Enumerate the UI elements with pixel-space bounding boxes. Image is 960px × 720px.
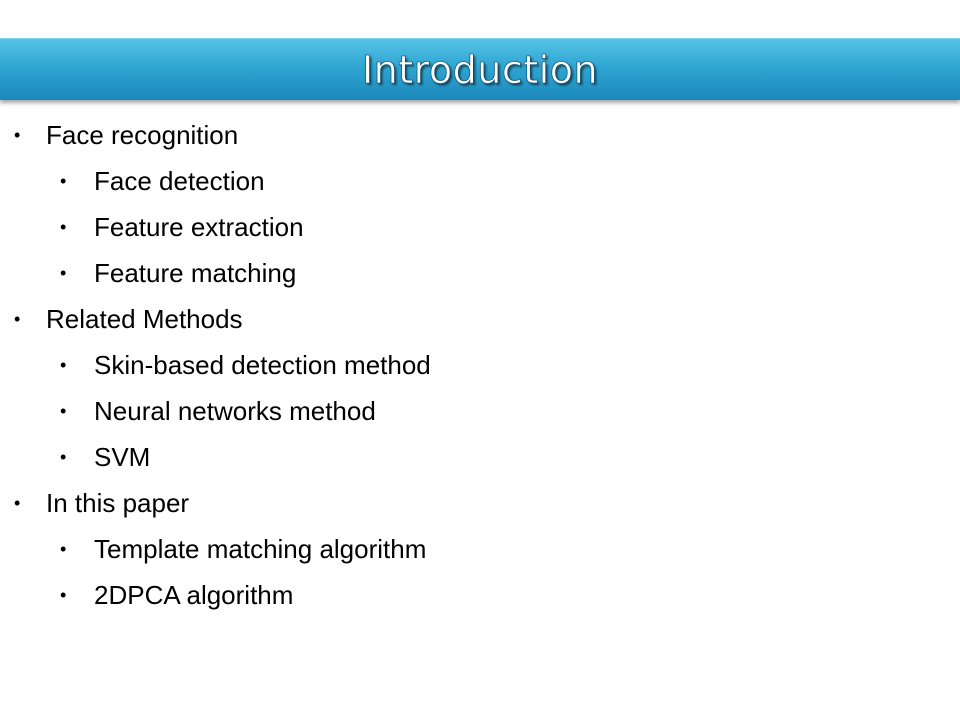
bullet-list: • Face recognition • Face detection • Fe… [0,112,960,618]
bullet-text: SVM [94,442,151,472]
sub-bullet-item-svm: • SVM [0,434,960,480]
sub-bullet-item-skin-based: • Skin-based detection method [0,342,960,388]
sub-bullet-item-template-matching: • Template matching algorithm [0,526,960,572]
bullet-dot-icon: • [60,401,67,421]
bullet-text: Feature matching [94,258,297,288]
sub-bullet-item-neural-networks: • Neural networks method [0,388,960,434]
bullet-dot-icon: • [60,263,67,283]
bullet-dot-icon: • [60,447,67,467]
bullet-item-in-this-paper: • In this paper [0,480,960,526]
bullet-item-related-methods: • Related Methods [0,296,960,342]
slide-title: Introduction [361,48,599,93]
bullet-text: Feature extraction [94,212,304,242]
bullet-text: 2DPCA algorithm [94,580,294,610]
bullet-dot-icon: • [14,309,21,329]
bullet-dot-icon: • [14,125,21,145]
bullet-dot-icon: • [60,539,67,559]
title-banner: Introduction [0,38,960,100]
bullet-dot-icon: • [60,171,67,191]
bullet-text: Face detection [94,166,265,196]
bullet-item-face-recognition: • Face recognition [0,112,960,158]
bullet-text: Neural networks method [94,396,376,426]
bullet-text: Skin-based detection method [94,350,431,380]
bullet-dot-icon: • [14,493,21,513]
sub-bullet-item-2dpca: • 2DPCA algorithm [0,572,960,618]
bullet-text: Related Methods [46,304,243,334]
bullet-text: Template matching algorithm [94,534,427,564]
sub-bullet-item-feature-matching: • Feature matching [0,250,960,296]
bullet-text: Face recognition [46,120,239,150]
sub-bullet-item-face-detection: • Face detection [0,158,960,204]
bullet-text: In this paper [46,488,190,518]
bullet-dot-icon: • [60,217,67,237]
sub-bullet-item-feature-extraction: • Feature extraction [0,204,960,250]
bullet-dot-icon: • [60,355,67,375]
bullet-dot-icon: • [60,585,67,605]
slide-content: • Face recognition • Face detection • Fe… [0,112,960,618]
